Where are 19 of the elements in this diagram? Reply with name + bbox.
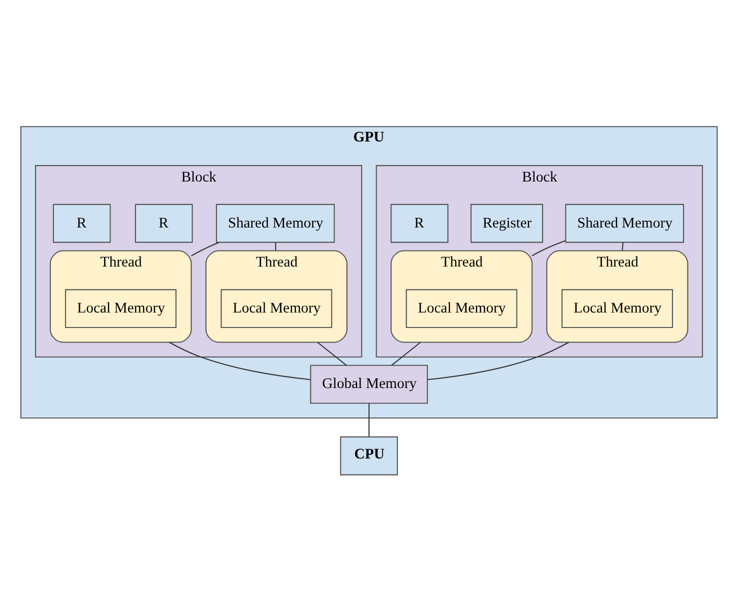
node-box: R: [390, 204, 448, 243]
connector: [622, 242, 624, 251]
connector: [317, 342, 347, 366]
node-box: Shared Memory: [216, 204, 335, 243]
node-box: Local Memory: [406, 289, 518, 328]
node-box: Register: [470, 204, 544, 243]
connector: [190, 242, 219, 256]
node-box: Local Memory: [65, 289, 176, 328]
connector: [368, 404, 370, 436]
node-box: CPU: [340, 436, 398, 476]
node-box: R: [134, 204, 193, 243]
node-box: Global Memory: [310, 364, 428, 404]
node-box: Local Memory: [220, 289, 332, 328]
connector: [532, 240, 566, 256]
connector: [275, 242, 276, 251]
node-box: Local Memory: [562, 289, 673, 328]
node-box: R: [52, 204, 111, 243]
node-box: Shared Memory: [565, 204, 684, 243]
connector: [391, 342, 421, 366]
